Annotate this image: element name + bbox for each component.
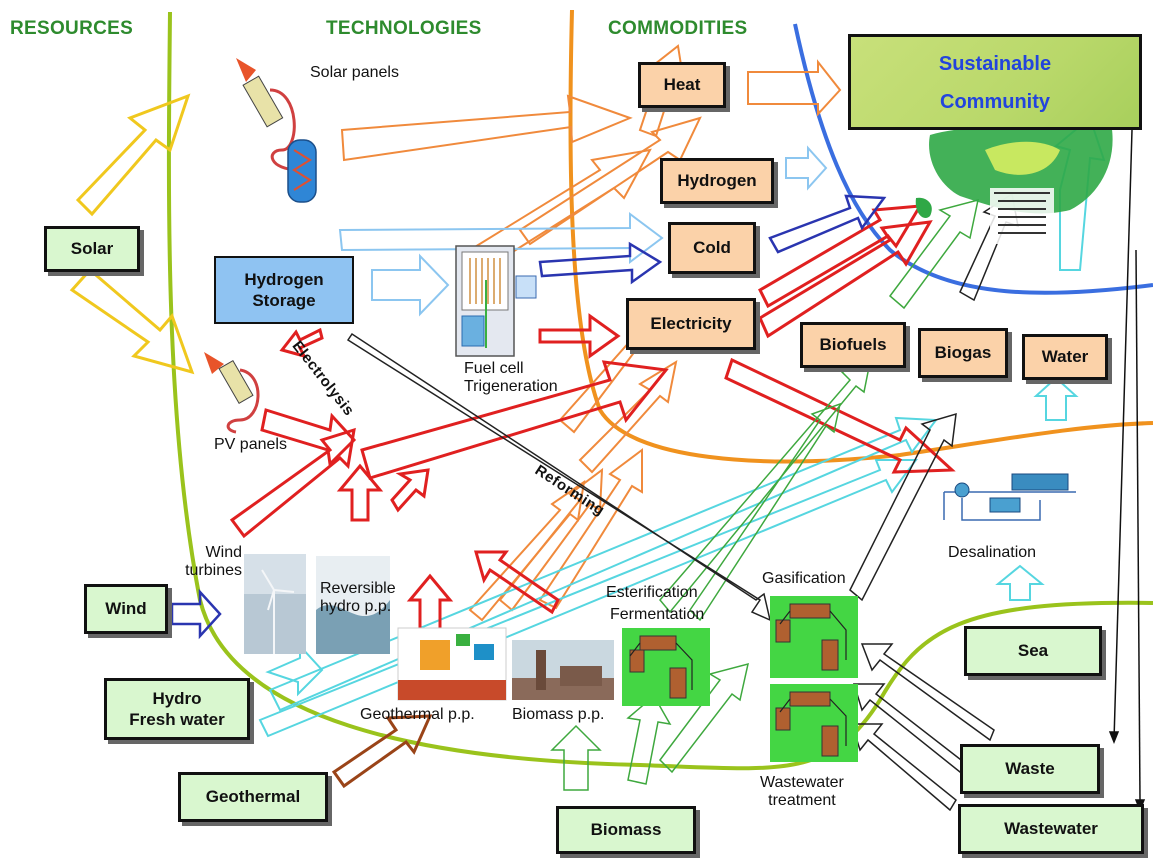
reversible-hydro-line1: Reversible [320, 580, 396, 597]
hydrogen-storage-box: Hydrogen Storage [214, 256, 354, 324]
fuel-cell-label: Fuel cell Trigeneration [464, 360, 558, 397]
pv-panel-icon [204, 352, 260, 434]
solar-panel-icon [236, 58, 317, 203]
cold-flow-arrows [170, 194, 887, 640]
esterification-label: Esterification [606, 584, 698, 601]
wastewater-plant-icon [770, 684, 858, 762]
pv-panels-label: PV panels [214, 436, 287, 453]
sustainable-label: Sustainable [938, 53, 1052, 75]
wind-turbines-line2: turbines [185, 562, 242, 580]
reversible-hydro-label: Reversible hydro p.p. [320, 580, 396, 617]
commodities-header: COMMODITIES [608, 18, 748, 39]
solar-resource-box: Solar [44, 226, 140, 272]
cold-commodity-box: Cold [668, 222, 756, 274]
water-commodity-box: Water [1022, 334, 1108, 380]
biofuels-commodity-box: Biofuels [800, 322, 906, 368]
esterification-plant-icon [622, 628, 710, 706]
hydrogen-storage-line2: Storage [252, 291, 316, 310]
electricity-commodity-box: Electricity [626, 298, 756, 350]
resources-header: RESOURCES [10, 18, 134, 39]
wind-turbines-label: Wind turbines [185, 544, 242, 581]
hydrogen-commodity-box: Hydrogen [660, 158, 774, 204]
resource-boundary-curve [166, 11, 1153, 771]
solar-panels-label: Solar panels [310, 64, 399, 81]
geothermal-pp-label: Geothermal p.p. [360, 706, 475, 723]
solar-flow-arrows [69, 93, 195, 375]
geothermal-flow-arrow [331, 714, 433, 789]
sea-resource-box: Sea [964, 626, 1102, 676]
waste-resource-box: Waste [960, 744, 1100, 794]
fuel-cell-icon [455, 245, 537, 357]
gasification-plant-icon [770, 596, 858, 678]
wastewater-treatment-line2: treatment [768, 792, 836, 810]
community-label: Community [940, 91, 1050, 113]
geothermal-resource-box: Geothermal [178, 772, 328, 822]
heat-commodity-box: Heat [638, 62, 726, 108]
wastewater-treatment-label: Wastewater treatment [760, 774, 844, 811]
hydrogen-flow-arrows [338, 145, 828, 317]
fresh-water-label: Fresh water [129, 710, 225, 729]
fermentation-label: Fermentation [610, 606, 705, 623]
desalination-icon [943, 473, 1076, 521]
technologies-header: TECHNOLOGIES [326, 18, 482, 39]
electricity-flow-arrows [229, 204, 956, 642]
biomass-resource-box: Biomass [556, 806, 696, 854]
return-lines [1108, 129, 1146, 813]
islet-map-image [915, 197, 932, 218]
biomass-plant-photo [512, 640, 614, 700]
hydro-label: Hydro [152, 688, 202, 708]
hydrogen-storage-line1: Hydrogen [244, 269, 324, 289]
community-boundary-curve [793, 23, 1153, 295]
geothermal-plant-diagram [397, 627, 507, 701]
wind-turbine-photo [244, 554, 306, 654]
fuel-cell-line2: Trigeneration [464, 378, 558, 396]
hydro-resource-box: Hydro Fresh water [104, 678, 250, 740]
wind-turbines-line1: Wind [205, 544, 242, 561]
wastewater-resource-box: Wastewater [958, 804, 1144, 854]
biogas-commodity-box: Biogas [918, 328, 1008, 378]
reversible-hydro-photo [316, 556, 390, 654]
wind-resource-box: Wind [84, 584, 168, 634]
fuel-cell-line1: Fuel cell [464, 360, 524, 377]
process-flow-arrows [346, 192, 1019, 812]
wastewater-treatment-line1: Wastewater [760, 774, 844, 791]
map-legend-lines [994, 192, 1050, 234]
gasification-label: Gasification [762, 570, 846, 587]
reversible-hydro-line2: hydro p.p. [320, 598, 392, 616]
biomass-pp-label: Biomass p.p. [512, 706, 605, 723]
desalination-label: Desalination [948, 544, 1037, 561]
sustainable-community-box: Sustainable Community [848, 34, 1142, 130]
biofuel-flow-arrows [550, 198, 979, 791]
